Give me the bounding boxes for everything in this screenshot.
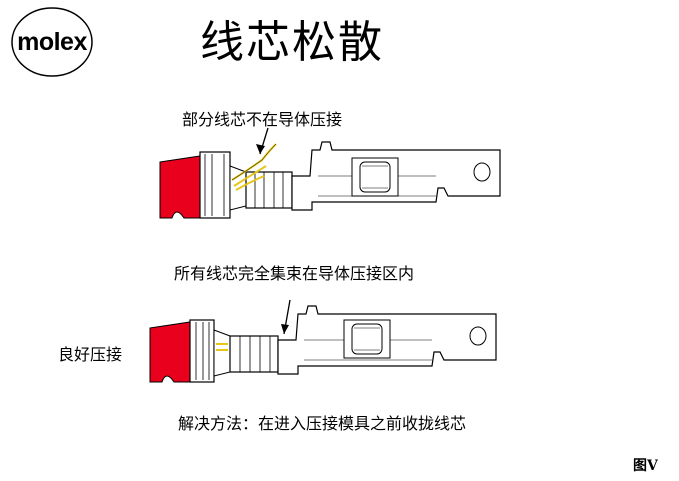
conductor-crimp-bottom xyxy=(229,335,279,373)
wire-insulation-bottom xyxy=(149,321,191,383)
terminal-good-crimp xyxy=(149,299,497,383)
logo-text: molex xyxy=(17,28,87,56)
page-title: 线芯松散 xyxy=(200,17,384,68)
terminal-bad-crimp xyxy=(159,127,501,219)
insulation-crimp-bottom xyxy=(189,319,215,383)
wire-insulation-top xyxy=(159,155,201,219)
molex-logo: molex xyxy=(4,6,100,78)
logo-ring xyxy=(11,7,93,77)
bundled-strands-bottom xyxy=(216,343,300,355)
caption-partial-strands: 部分线芯不在导体压接 xyxy=(182,110,343,129)
caption-solution: 解决方法：在进入压接模具之前收拢线芯 xyxy=(178,414,467,433)
figure-label: 图V xyxy=(633,458,658,474)
conductor-crimp-top xyxy=(245,171,293,209)
insulation-crimp-top xyxy=(199,151,231,219)
caption-good-crimp: 良好压接 xyxy=(58,345,123,364)
caption-all-strands: 所有线芯完全集束在导体压接区内 xyxy=(174,264,415,283)
